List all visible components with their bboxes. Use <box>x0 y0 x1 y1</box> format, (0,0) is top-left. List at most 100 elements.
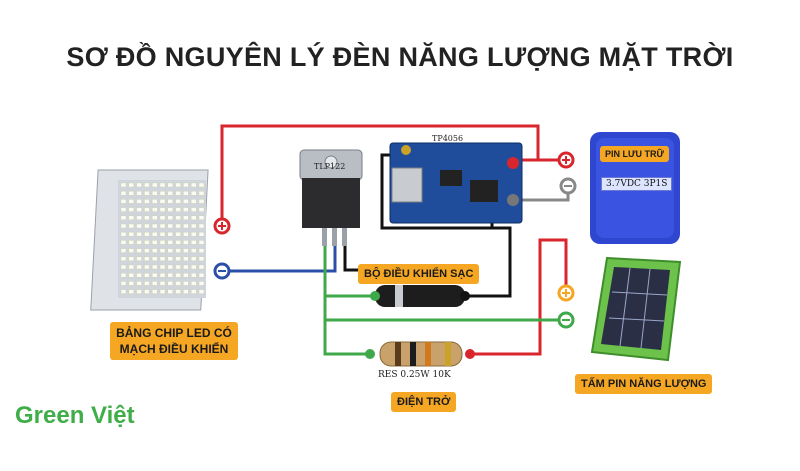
led-chip <box>190 240 197 245</box>
led-chip <box>128 289 135 294</box>
led-chip <box>136 223 142 229</box>
plus-terminal-icon <box>213 217 231 235</box>
led-chip <box>128 231 135 237</box>
led-chip <box>144 256 150 261</box>
led-chip <box>144 231 150 237</box>
negative-wire <box>222 245 337 273</box>
led-chip <box>120 264 127 270</box>
led-chip <box>128 190 135 196</box>
led-chip <box>183 190 189 196</box>
led-chip <box>167 223 174 229</box>
led-chip <box>136 256 142 261</box>
led-chip <box>183 256 189 261</box>
led-board-label: BẢNG CHIP LED CÓ MẠCH ĐIỀU KHIỂN <box>110 322 238 360</box>
led-chip <box>159 273 166 278</box>
led-chip <box>198 256 205 261</box>
led-chip <box>136 281 142 286</box>
positive-wire-panel <box>470 238 568 356</box>
led-chip <box>159 256 166 261</box>
led-chip <box>167 256 174 261</box>
led-chip <box>190 215 197 221</box>
led-chip <box>198 215 205 221</box>
led-chip <box>128 240 135 245</box>
led-chip <box>136 199 142 204</box>
ground-wire-tlp <box>343 245 358 272</box>
led-chip <box>198 223 205 229</box>
led-chip <box>136 207 142 212</box>
tp4056-board <box>389 142 523 224</box>
led-chip <box>167 264 174 270</box>
led-chip <box>144 289 150 294</box>
led-chip <box>159 190 166 196</box>
led-chip <box>120 281 127 286</box>
led-chip <box>175 240 181 245</box>
led-chip <box>120 248 127 253</box>
led-chip <box>175 256 181 261</box>
led-chip <box>175 199 181 204</box>
led-chip <box>183 207 189 212</box>
led-chip <box>167 199 174 204</box>
led-chip <box>198 199 205 204</box>
led-chip <box>190 264 197 270</box>
led-chip <box>151 256 158 261</box>
led-chip <box>159 207 166 212</box>
led-chip <box>120 190 127 196</box>
led-chip <box>167 190 174 196</box>
led-chip <box>159 248 166 253</box>
led-chip-grid <box>120 182 205 294</box>
led-chip <box>151 190 158 196</box>
led-chip <box>144 190 150 196</box>
led-chip <box>151 264 158 270</box>
led-chip <box>151 207 158 212</box>
diagram-title: SƠ ĐỒ NGUYÊN LÝ ĐÈN NĂNG LƯỢNG MẶT TRỜI <box>66 42 734 72</box>
led-chip <box>159 289 166 294</box>
led-chip <box>144 199 150 204</box>
green-wire-diode <box>323 245 370 356</box>
led-chip <box>159 264 166 270</box>
led-chip <box>198 182 205 188</box>
led-chip <box>175 182 181 188</box>
led-chip <box>198 190 205 196</box>
led-chip <box>128 281 135 286</box>
led-chip <box>151 248 158 253</box>
led-chip <box>128 223 135 229</box>
led-chip <box>190 190 197 196</box>
led-chip <box>175 207 181 212</box>
led-chip <box>128 256 135 261</box>
led-chip <box>190 223 197 229</box>
led-chip <box>136 215 142 221</box>
led-chip <box>198 248 205 253</box>
battery-spec-label: 3.7VDC 3P1S <box>601 177 673 191</box>
led-chip <box>120 182 127 188</box>
led-chip <box>190 207 197 212</box>
led-chip <box>136 190 142 196</box>
led-chip <box>167 273 174 278</box>
plus-terminal-icon <box>557 284 575 302</box>
led-chip <box>167 289 174 294</box>
led-chip <box>159 223 166 229</box>
resistor-spec-label: RES 0.25W 10K <box>378 370 451 380</box>
minus-terminal-icon <box>559 177 577 195</box>
led-chip <box>190 248 197 253</box>
led-chip <box>159 281 166 286</box>
led-chip <box>136 273 142 278</box>
led-chip <box>167 182 174 188</box>
led-chip <box>144 273 150 278</box>
led-chip <box>120 231 127 237</box>
led-chip <box>175 264 181 270</box>
led-chip <box>159 215 166 221</box>
led-chip <box>175 223 181 229</box>
led-chip <box>144 264 150 270</box>
led-chip <box>167 248 174 253</box>
led-chip <box>198 264 205 270</box>
led-chip <box>167 215 174 221</box>
diode <box>370 285 470 307</box>
led-chip <box>198 231 205 237</box>
led-chip <box>144 240 150 245</box>
led-chip <box>183 240 189 245</box>
led-chip <box>159 231 166 237</box>
charge-controller-label: BỘ ĐIỀU KHIỂN SẠC <box>358 264 480 284</box>
led-chip <box>120 207 127 212</box>
resistor-label: ĐIỆN TRỞ <box>391 392 457 412</box>
led-chip <box>198 281 205 286</box>
